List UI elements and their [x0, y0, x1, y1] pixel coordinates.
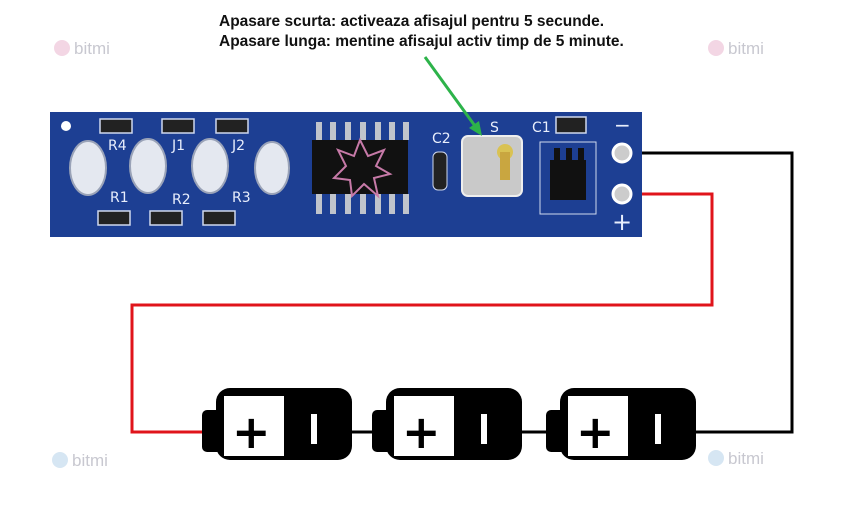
long-press-note: Apasare lunga: mentine afisajul activ ti…	[219, 33, 624, 50]
positive-wire	[130, 192, 714, 434]
watermark-top-right: bitmi	[708, 39, 764, 58]
watermark-bottom-left: bitmi	[52, 451, 108, 470]
battery-minus-symbol	[481, 414, 487, 444]
capacitor-c2	[432, 151, 448, 191]
label-s: S	[490, 120, 499, 136]
label-r3: R3	[232, 190, 251, 206]
battery-minus-symbol	[655, 414, 661, 444]
watermark-top-left: bitmi	[54, 39, 110, 58]
battery-plus-symbol: +	[576, 405, 615, 459]
label-r1: R1	[110, 190, 129, 206]
leds	[69, 138, 290, 196]
negative-wire	[622, 151, 794, 434]
battery-3: +	[546, 388, 696, 460]
label-c2: C2	[432, 131, 451, 147]
svg-text:bitmi: bitmi	[728, 449, 764, 468]
positive-pad	[611, 183, 633, 205]
svg-text:bitmi: bitmi	[728, 39, 764, 58]
watermark-star-icon	[331, 137, 393, 199]
watermark-bottom-right: bitmi	[708, 449, 764, 468]
svg-text:bitmi: bitmi	[74, 39, 110, 58]
chip-ic	[312, 122, 409, 214]
battery-minus-symbol	[311, 414, 317, 444]
battery-1: +	[202, 388, 352, 460]
label-j2: J2	[231, 138, 245, 154]
battery-plus-symbol: +	[232, 405, 271, 459]
label-r2: R2	[172, 192, 191, 208]
watermark-logos: bitmi bitmi bitmi bitmi	[52, 39, 764, 470]
battery-2: +	[372, 388, 522, 460]
label-plus: +	[612, 208, 632, 236]
negative-pad	[611, 142, 633, 164]
label-c1: C1	[532, 120, 551, 136]
label-r4: R4	[108, 138, 127, 154]
pcb-board: R4 J1 J2 R1 R2 R3 C2 S C1 − +	[50, 112, 642, 237]
smd-resistors	[97, 116, 587, 226]
label-j1: J1	[171, 138, 185, 154]
push-button-s[interactable]	[461, 135, 523, 197]
svg-text:bitmi: bitmi	[72, 451, 108, 470]
battery-plus-symbol: +	[402, 405, 441, 459]
button-pointer-arrow	[423, 56, 482, 136]
regulator	[539, 141, 597, 215]
short-press-note: Apasare scurta: activeaza afisajul pentr…	[219, 13, 605, 30]
label-minus: −	[614, 113, 631, 137]
